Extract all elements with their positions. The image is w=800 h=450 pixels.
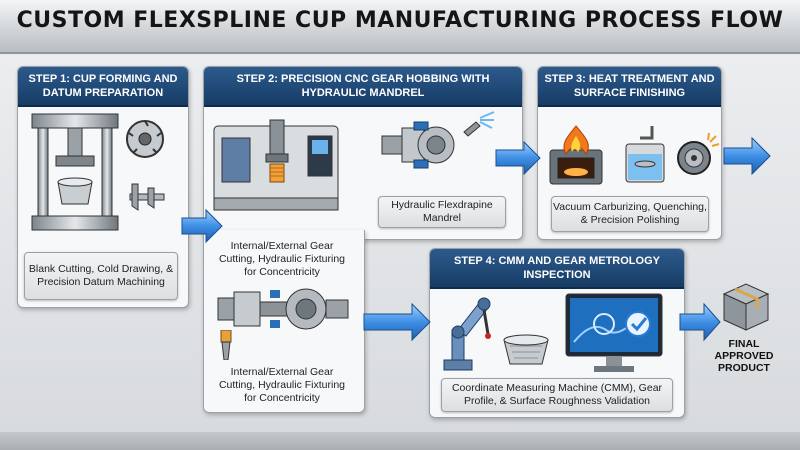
measured-cup-icon xyxy=(503,334,549,365)
cnc-machine-icon xyxy=(213,119,339,211)
step2-caption-bottom: Internal/External Gear Cutting, Hydrauli… xyxy=(218,366,346,404)
step3-caption: Vacuum Carburizing, Quenching, & Precisi… xyxy=(553,201,707,226)
mandrel-caption-box: Hydraulic Flexdrapine Mandrel xyxy=(378,196,506,228)
furnace-icon xyxy=(549,125,603,185)
step4-title: STEP 4: CMM AND GEAR METROLOGY INSPECTIO… xyxy=(430,249,684,289)
title-bar xyxy=(0,0,800,54)
arrow-icon xyxy=(495,140,541,176)
mandrel-caption: Hydraulic Flexdrapine Mandrel xyxy=(391,199,493,224)
step2-panel-lower xyxy=(203,230,365,413)
robot-arm-icon xyxy=(443,297,491,371)
coolant-spray-icon xyxy=(463,111,495,137)
mandrel-assembly-icon xyxy=(217,288,349,330)
step2-title: STEP 2: PRECISION CNC GEAR HOBBING WITH … xyxy=(204,67,522,107)
step1-caption-box: Blank Cutting, Cold Drawing, & Precision… xyxy=(24,252,178,300)
arrow-icon xyxy=(679,302,721,342)
end-mill-icon xyxy=(220,330,232,360)
step2-caption-top: Internal/External Gear Cutting, Hydrauli… xyxy=(218,240,346,278)
bottom-bar xyxy=(0,432,800,450)
hydraulic-press-icon xyxy=(31,113,119,231)
final-box-icon xyxy=(722,283,770,331)
caliper-icon xyxy=(129,183,165,211)
quench-tank-icon xyxy=(625,126,665,183)
final-product-label: FINAL APPROVED PRODUCT xyxy=(714,338,774,374)
monitor-icon xyxy=(565,293,663,372)
hydraulic-mandrel-icon xyxy=(381,121,455,169)
arrow-icon xyxy=(181,208,223,244)
step4-caption-box: Coordinate Measuring Machine (CMM), Gear… xyxy=(441,378,673,412)
step1-caption: Blank Cutting, Cold Drawing, & Precision… xyxy=(28,263,174,288)
step1-title: STEP 1: CUP FORMING AND DATUM PREPARATIO… xyxy=(18,67,188,107)
step4-caption: Coordinate Measuring Machine (CMM), Gear… xyxy=(451,382,663,407)
arrow-icon xyxy=(363,302,431,342)
circular-saw-icon xyxy=(126,120,164,158)
step3-title: STEP 3: HEAT TREATMENT AND SURFACE FINIS… xyxy=(538,67,721,107)
page-title: CUSTOM FLEXSPLINE CUP MANUFACTURING PROC… xyxy=(16,8,784,33)
step3-caption-box: Vacuum Carburizing, Quenching, & Precisi… xyxy=(551,196,709,232)
polishing-wheel-icon xyxy=(677,132,720,175)
arrow-icon xyxy=(723,136,771,176)
